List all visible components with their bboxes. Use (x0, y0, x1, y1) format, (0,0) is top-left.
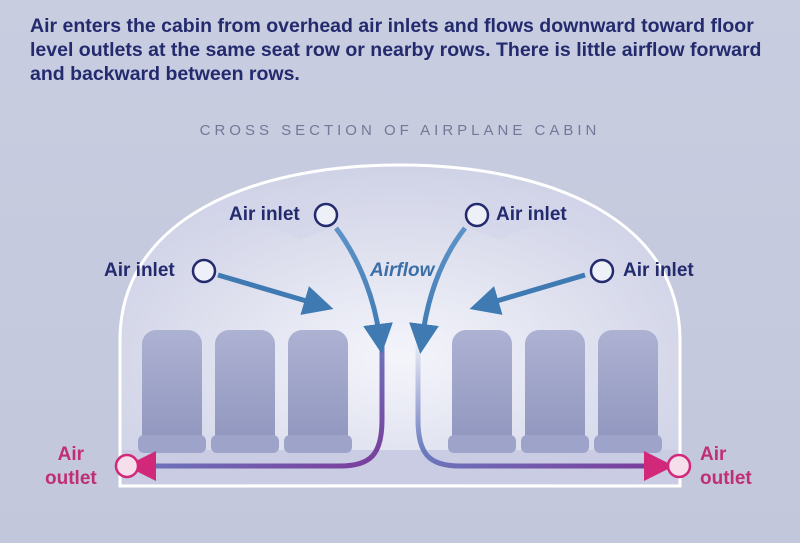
airflow-down-left (140, 345, 385, 469)
seat-left-2 (215, 330, 275, 450)
label-outlet-right: Air outlet (700, 443, 752, 491)
label-airflow: Airflow (370, 260, 435, 281)
inflow-arrow-upper-right (409, 226, 467, 354)
inflow-arrow-upper-left (333, 226, 393, 354)
label-inlet-upper-left: Air inlet (229, 204, 300, 225)
seat-right-2 (525, 330, 585, 450)
diagram-title: CROSS SECTION OF AIRPLANE CABIN (199, 122, 601, 139)
seat-row-right (448, 330, 662, 453)
label-outlet-left-line2: outlet (45, 468, 97, 489)
inlet-circle-lower-left (191, 258, 217, 284)
overhead-bin-left (200, 191, 340, 240)
label-inlet-lower-left: Air inlet (104, 260, 175, 281)
inflow-arrow-lower-left (217, 272, 334, 315)
description-text: Air enters the cabin from overhead air i… (30, 15, 762, 85)
outlet-circle-left (114, 453, 140, 479)
label-inlet-lower-right: Air inlet (623, 260, 694, 281)
inlet-circle-upper-right (464, 202, 490, 228)
airflow-down-right (415, 345, 660, 469)
overhead-bin-right (460, 191, 600, 240)
label-outlet-right-line2: outlet (700, 468, 752, 489)
label-outlet-left: Air outlet (45, 443, 97, 491)
label-outlet-left-line1: Air (57, 444, 85, 465)
seat-right-1 (452, 330, 512, 450)
label-outlet-right-line1: Air (700, 444, 727, 465)
label-inlet-upper-right: Air inlet (496, 204, 567, 225)
inlet-circle-upper-left (313, 202, 339, 228)
inflow-arrow-lower-right (469, 272, 586, 315)
seat-left-1 (142, 330, 202, 450)
seat-left-3 (288, 330, 348, 450)
outlet-circle-right (666, 453, 692, 479)
inlet-circle-lower-right (589, 258, 615, 284)
seat-row-left (138, 330, 352, 453)
seat-right-3 (598, 330, 658, 450)
